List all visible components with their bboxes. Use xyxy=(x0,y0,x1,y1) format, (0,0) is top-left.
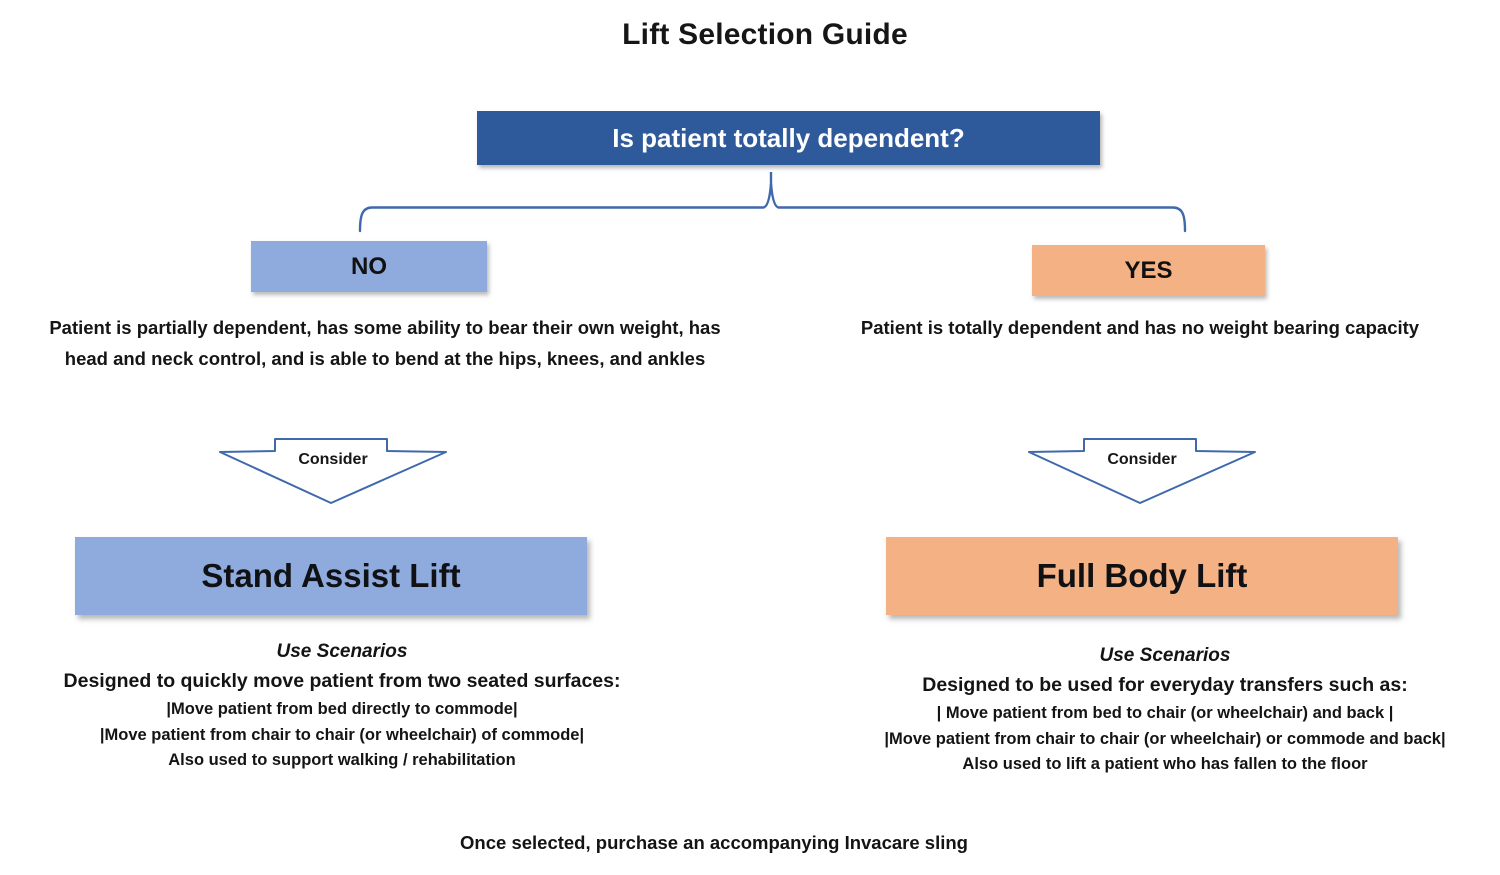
yes-branch-description: Patient is totally dependent and has no … xyxy=(860,317,1420,338)
use-scenarios-title: Use Scenarios xyxy=(1099,645,1231,666)
answer-no-box: NO xyxy=(251,241,487,292)
stand-assist-lift-box: Stand Assist Lift xyxy=(75,537,587,615)
use-scenarios-title: Use Scenarios xyxy=(276,641,408,662)
no-branch-description: Patient is partially dependent, has some… xyxy=(49,317,721,369)
consider-down-arrow-right: Consider xyxy=(1027,438,1257,505)
footer-note: Once selected, purchase an accompanying … xyxy=(460,832,968,853)
consider-down-arrow-left: Consider xyxy=(218,438,448,505)
scenario-item: |Move patient from bed directly to commo… xyxy=(166,700,518,718)
scenario-item: Also used to support walking / rehabilit… xyxy=(168,751,516,769)
question-box: Is patient totally dependent? xyxy=(477,111,1100,165)
no-use-scenarios-block: Use Scenarios Designed to quickly move p… xyxy=(0,641,684,774)
use-scenarios-heading: Designed to quickly move patient from tw… xyxy=(63,670,621,692)
down-arrow-icon xyxy=(1028,438,1256,504)
scenario-item: |Move patient from chair to chair (or wh… xyxy=(99,725,585,744)
scenario-item: | Move patient from bed to chair (or whe… xyxy=(936,704,1394,722)
down-arrow-icon xyxy=(219,438,447,504)
yes-use-scenarios-block: Use Scenarios Designed to be used for ev… xyxy=(815,645,1500,778)
full-body-lift-box: Full Body Lift xyxy=(886,537,1398,615)
scenario-item: Also used to lift a patient who has fall… xyxy=(962,755,1368,773)
page-title: Lift Selection Guide xyxy=(622,18,908,51)
answer-yes-box: YES xyxy=(1032,245,1265,296)
branch-brace-connector xyxy=(358,172,1187,233)
consider-label: Consider xyxy=(298,451,368,468)
scenario-item: |Move patient from chair to chair (or wh… xyxy=(884,729,1446,748)
consider-label: Consider xyxy=(1107,451,1177,468)
use-scenarios-heading: Designed to be used for everyday transfe… xyxy=(922,674,1408,696)
